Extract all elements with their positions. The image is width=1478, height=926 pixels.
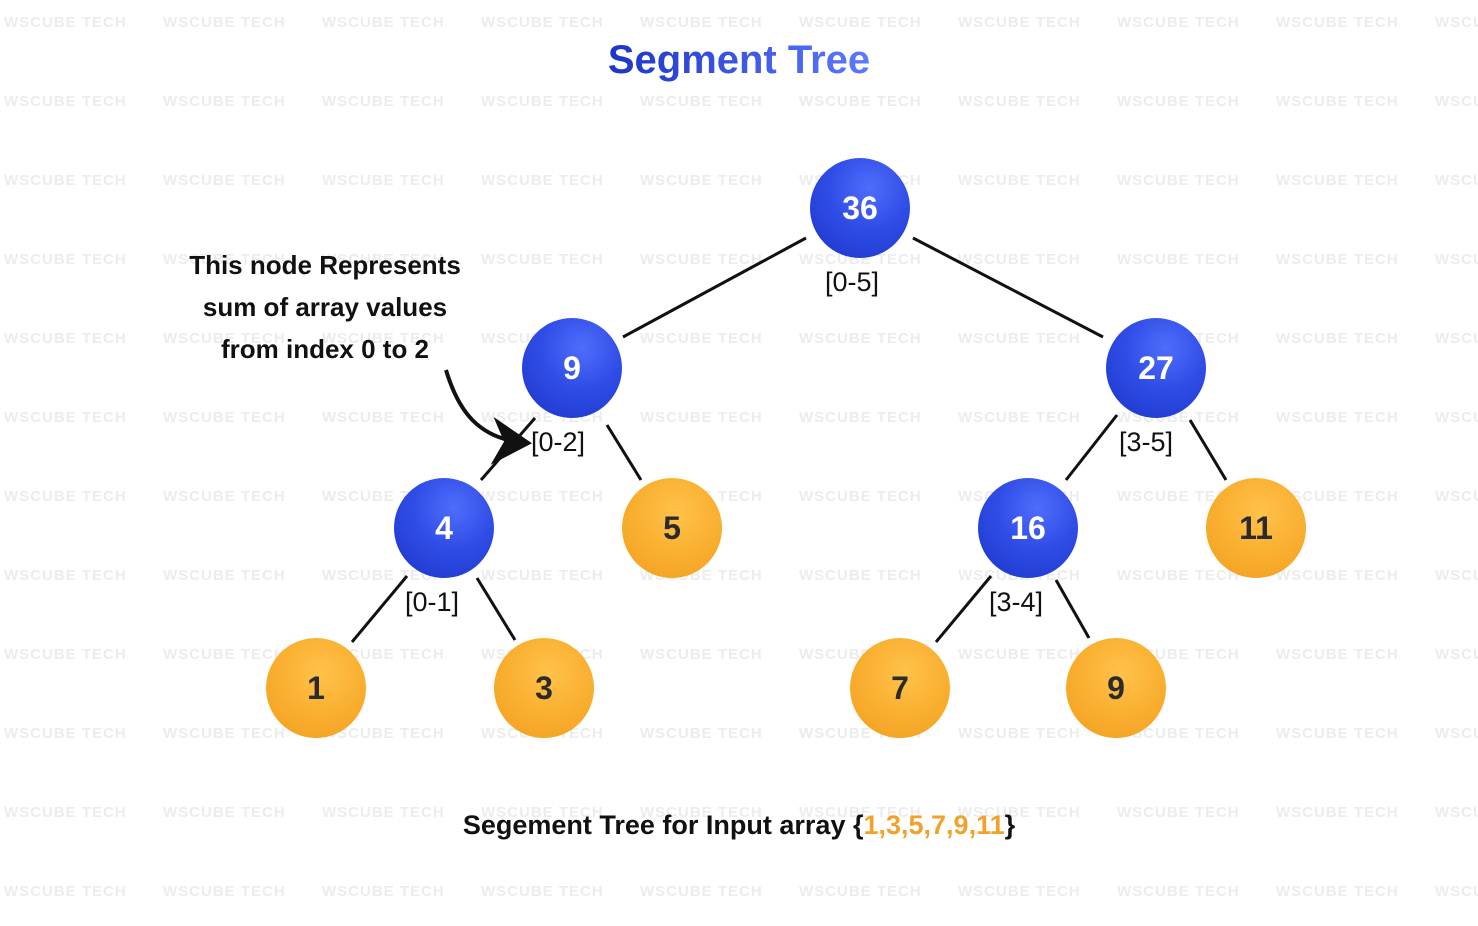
- edge-right-rightleft: [1064, 414, 1119, 481]
- annotation-text: This node Represents sum of array values…: [150, 244, 500, 370]
- range-label-root: [0-5]: [825, 267, 880, 297]
- leaf-node-7: 7: [850, 638, 950, 738]
- edge-leftleft-leaf1: [350, 575, 409, 643]
- range-label-right-left: [3-4]: [989, 587, 1044, 617]
- annotation-line-1: This node Represents: [189, 250, 461, 280]
- edge-left-leftleft: [479, 417, 537, 481]
- page-title: Segment Tree: [607, 38, 871, 82]
- caption-close-brace: }: [1004, 810, 1016, 840]
- edge-right-rightright: [1188, 419, 1228, 481]
- leaf-node-1: 1: [266, 638, 366, 738]
- node-left: 9: [522, 318, 622, 418]
- edge-left-leftright: [605, 424, 643, 481]
- node-left-right: 5: [622, 478, 722, 578]
- edge-root-right: [912, 236, 1104, 339]
- node-left-left: 4: [394, 478, 494, 578]
- leaf-node-9: 9: [1066, 638, 1166, 738]
- edge-root-left: [622, 236, 807, 339]
- range-label-right: [3-5]: [1119, 427, 1174, 457]
- annotation-arrow: [444, 369, 532, 465]
- node-right: 27: [1106, 318, 1206, 418]
- node-right-right: 11: [1206, 478, 1306, 578]
- annotation-line-2: sum of array values: [202, 292, 448, 322]
- leaf-node-3: 3: [494, 638, 594, 738]
- node-right-left: 16: [978, 478, 1078, 578]
- caption-prefix: Segement Tree for Input array: [462, 810, 853, 840]
- edge-rightleft-leaf7: [934, 575, 993, 643]
- caption: Segement Tree for Input array {1,3,5,7,9…: [0, 810, 1478, 841]
- edge-rightleft-leaf9: [1054, 579, 1091, 639]
- edge-leftleft-leaf3: [475, 577, 517, 641]
- annotation-line-3: from index 0 to 2: [220, 334, 430, 364]
- range-label-left: [0-2]: [531, 427, 586, 457]
- caption-open-brace: {: [852, 810, 864, 840]
- caption-array: 1,3,5,7,9,11: [863, 810, 1005, 840]
- node-root: 36: [810, 158, 910, 258]
- range-label-left-left: [0-1]: [405, 587, 460, 617]
